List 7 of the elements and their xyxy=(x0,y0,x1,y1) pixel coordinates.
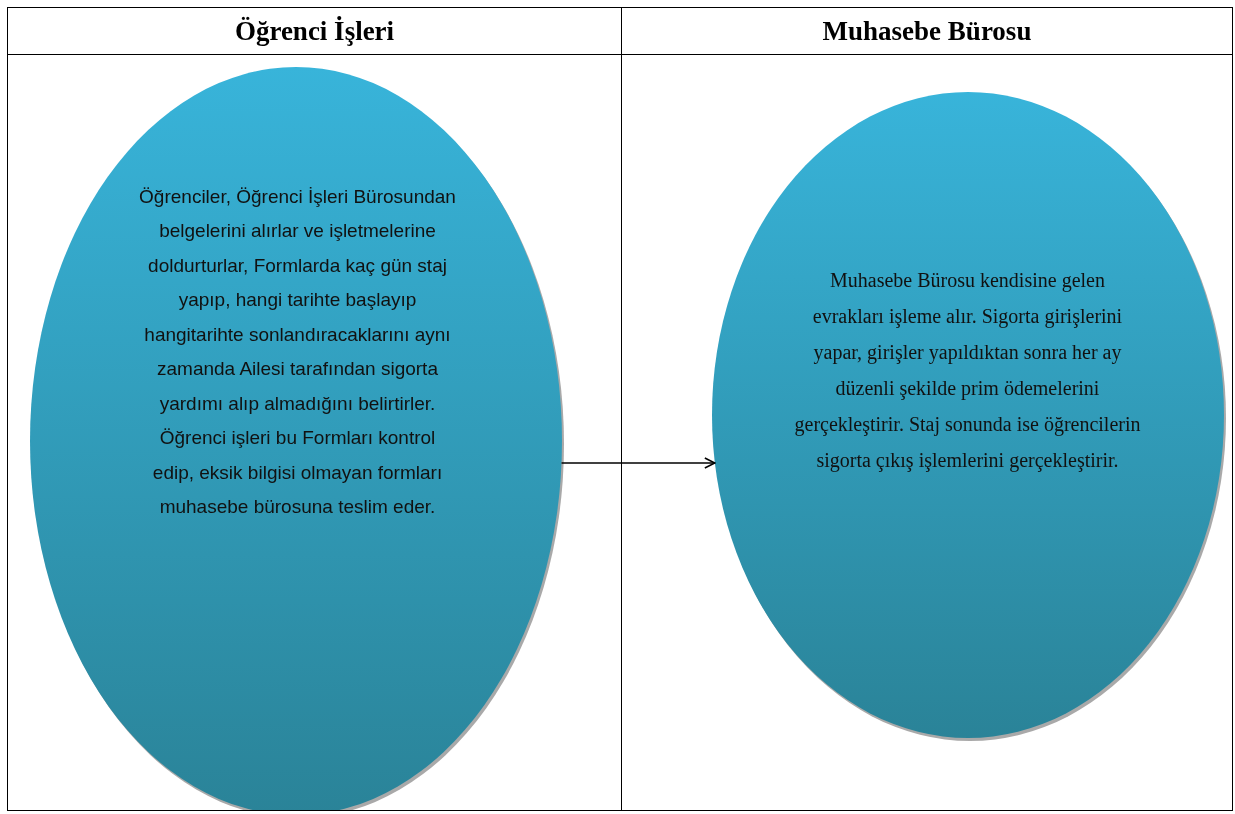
body-text: Öğrenciler, Öğrenci İşleri Bürosundan belgelerini alırlar ve işletmelerine doldurturlar, Formlarda kaç gün staj yapıp, hangi tarihte başlayıp hangitarihte sonlandıracaklarını aynı zamanda Ailesi tarafından sigorta yardımı alıp almadığını belirtirler. Öğrenci işleri bu Formları kontrol edip, eksik bilgisi olmayan formları muhasebe bürosuna teslim eder. xyxy=(138,184,457,519)
table-column xyxy=(7,7,622,811)
column-heading: Muhasebe Bürosu xyxy=(822,15,1032,47)
column-heading: Öğrenci İşleri xyxy=(234,15,395,47)
body-text: Muhasebe Bürosu kendisine gelen evrakları işleme alır. Sigorta girişlerini yapar, girişler yapıldıktan sonra her ay düzenli şekilde prim ödemelerini gerçekleştirir. Staj sonunda ise öğrencilerin sigorta çıkış işlemlerini gerçekleştirir. xyxy=(794,267,1141,474)
table-column xyxy=(621,7,1233,811)
arrow xyxy=(560,457,716,469)
